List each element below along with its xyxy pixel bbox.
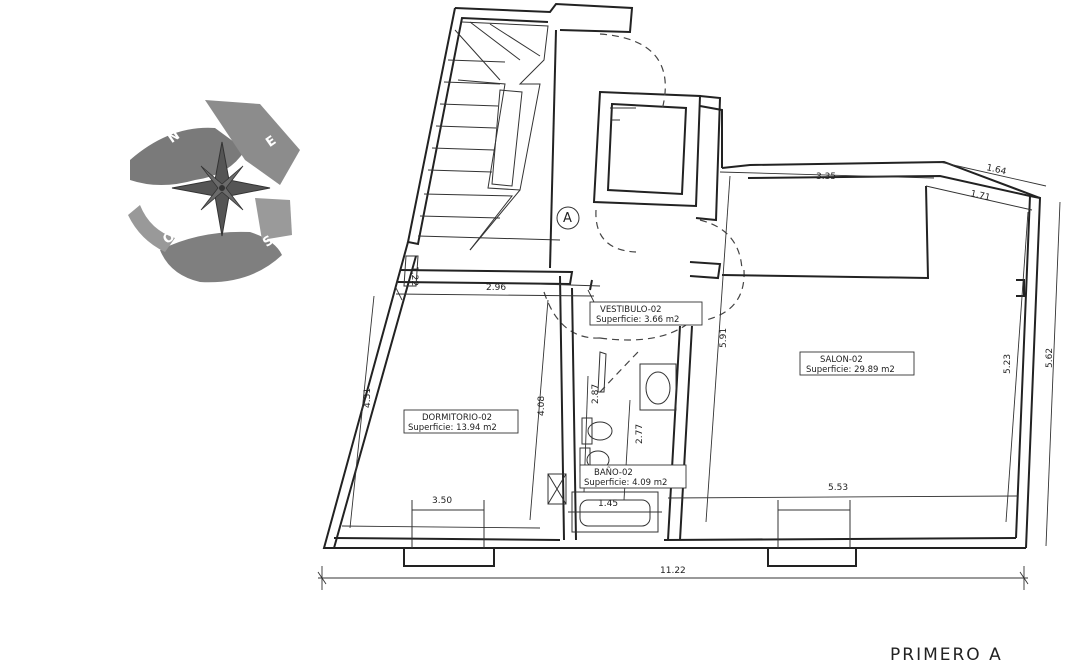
room-area-vestibulo: Superficie: 3.66 m2 [596,315,679,325]
room-label-dormitorio: DORMITORIO-02 Superficie: 13.94 m2 [403,409,519,434]
door-swings [543,33,745,393]
dim-1-71: 1.71 [969,189,991,203]
dim-2-87: 2.87 [591,384,601,404]
room-name-dormitorio: DORMITORIO-02 [422,413,492,423]
dim-5-62: 5.62 [1045,348,1055,368]
dim-5-53: 5.53 [828,483,848,493]
dim-11-22: 11.22 [660,566,686,576]
elevator-shaft [592,90,722,222]
room-area-salon: Superficie: 29.89 m2 [806,365,895,375]
dim-3-35: 3.35 [816,172,836,182]
outer-walls [322,2,1042,567]
compass-rose: N E S O [92,96,340,312]
room-label-bano: BAÑO-02 Superficie: 4.09 m2 [579,464,687,489]
dim-5-91: 5.91 [719,328,729,348]
room-name-salon: SALON-02 [820,355,863,365]
dim-1-22: 1.22 [409,266,419,286]
dim-4-31: 4.31 [363,388,373,408]
room-area-bano: Superficie: 4.09 m2 [584,478,667,488]
plan-title: PRIMERO A [890,645,1003,665]
point-a-marker: A [556,206,580,230]
stair [417,21,561,269]
point-a-label: A [563,211,572,226]
dim-5-23: 5.23 [1003,354,1013,374]
dim-1-45: 1.45 [598,499,618,509]
dim-2-96: 2.96 [486,283,506,293]
dim-2-77: 2.77 [635,424,645,444]
dim-3-50: 3.50 [432,496,452,506]
dim-1-64: 1.64 [985,163,1007,177]
interior-walls [397,185,1025,541]
dim-4-08: 4.08 [537,396,547,416]
room-area-dormitorio: Superficie: 13.94 m2 [408,423,497,433]
room-label-salon: SALON-02 Superficie: 29.89 m2 [799,351,915,376]
room-name-bano: BAÑO-02 [594,467,633,478]
room-label-vestibulo: VESTIBULO-02 Superficie: 3.66 m2 [589,301,703,326]
windows [403,255,851,548]
room-name-vestibulo: VESTIBULO-02 [600,305,662,315]
